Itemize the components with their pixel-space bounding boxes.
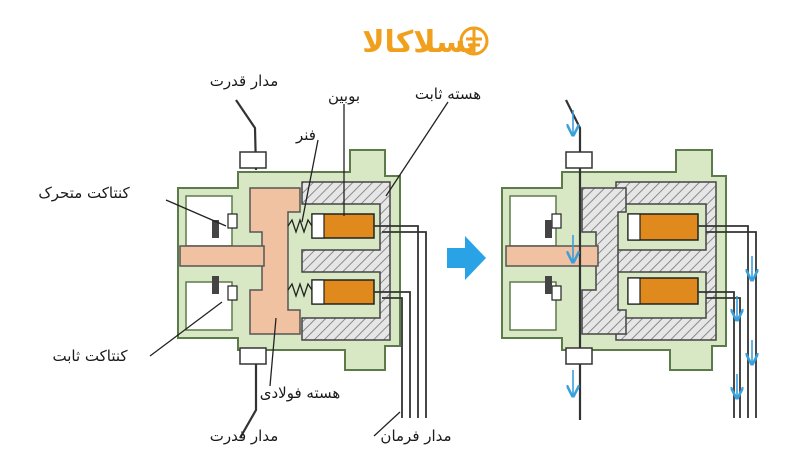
contactor-closed bbox=[501, 99, 756, 420]
label-control-circuit: مدار فرمان bbox=[380, 427, 451, 445]
power-wire-bottom-left bbox=[239, 350, 258, 439]
moving-contact-top-left bbox=[212, 220, 219, 238]
plunger-rod-right bbox=[505, 245, 599, 267]
terminal-bottom-left bbox=[239, 347, 267, 365]
transition-arrow-icon bbox=[447, 236, 486, 280]
label-power-circuit-top: مدار قدرت bbox=[210, 72, 279, 90]
terminal-top-left bbox=[239, 151, 267, 169]
plug-icon bbox=[459, 26, 489, 56]
steel-core-left bbox=[249, 187, 301, 335]
control-wire-2-left bbox=[374, 291, 411, 418]
brand-name: تسلاکالا bbox=[362, 25, 478, 60]
label-coil: بوبین bbox=[328, 87, 360, 105]
power-wire-right bbox=[565, 99, 582, 420]
upper-contact-bay bbox=[185, 195, 233, 247]
spring-top-left bbox=[287, 217, 313, 235]
label-fixed-core: هسته ثابت bbox=[415, 85, 481, 103]
label-power-circuit-bottom: مدار قدرت bbox=[210, 427, 279, 445]
lower-contact-bay bbox=[185, 281, 233, 331]
labels: مدار قدرت بوبین هسته ثابت فنر کنتاکت متح… bbox=[38, 72, 481, 445]
fixed-core-left bbox=[301, 181, 391, 341]
label-steel-core: هسته فولادی bbox=[260, 384, 341, 402]
moving-contact-bottom-left bbox=[212, 276, 219, 294]
brand-logo: تسلاکالا bbox=[362, 25, 489, 60]
steel-core-right bbox=[581, 187, 627, 335]
control-wire-1-left bbox=[374, 225, 419, 418]
plunger-rod-left bbox=[179, 245, 265, 267]
label-spring: فنر bbox=[295, 126, 316, 144]
label-fixed-contact: کنتاکت ثابت bbox=[52, 347, 128, 365]
label-moving-contact: کنتاکت متحرک bbox=[38, 184, 130, 202]
fixed-core-right bbox=[615, 181, 717, 341]
leader-lines bbox=[149, 101, 449, 437]
spring-bottom-left bbox=[287, 281, 313, 299]
